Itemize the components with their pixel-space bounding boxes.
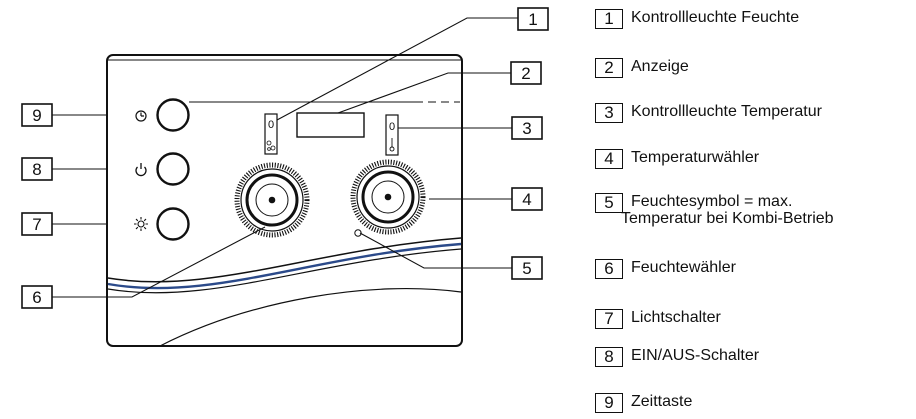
callout-9: 9 [21,103,53,127]
svg-text:3: 3 [522,119,531,138]
svg-text:7: 7 [32,215,41,234]
legend-item-1: 1 Kontrollleuchte Feuchte [595,9,799,29]
legend-label: EIN/AUS-Schalter [631,347,760,364]
callout-8: 8 [21,157,53,181]
callout-4: 4 [511,187,543,211]
svg-text:1: 1 [528,10,537,29]
legend-label: Kontrollleuchte Temperatur [631,103,822,120]
thermometer-icon [389,138,395,152]
legend-number: 6 [595,259,623,279]
indicator-feuchte: 0 [264,113,278,155]
legend: 1 Kontrollleuchte Feuchte 2 Anzeige 3 Ko… [595,0,916,419]
legend-label: Anzeige [631,58,689,75]
legend-number: 2 [595,58,623,78]
legend-label: Feuchtewähler [631,259,736,276]
callout-5: 5 [511,256,543,280]
legend-item-5: 5 Feuchtesymbol = max. Temperatur bei Ko… [595,193,834,227]
legend-number: 9 [595,393,623,413]
display-anzeige [296,112,365,138]
svg-text:8: 8 [32,160,41,179]
button-zeit[interactable] [156,98,190,132]
control-panel [106,54,463,347]
knob-temperatur[interactable] [350,159,426,237]
svg-text:9: 9 [32,106,41,125]
button-ein-aus[interactable] [156,152,190,186]
legend-number: 1 [595,9,623,29]
callout-3: 3 [511,116,543,140]
callout-1: 1 [517,7,549,31]
legend-number: 3 [595,103,623,123]
legend-label-line: Feuchtesymbol = max. [631,193,793,210]
legend-item-8: 8 EIN/AUS-Schalter [595,347,759,367]
leader-lines [52,17,518,298]
clock-icon [135,110,147,122]
button-licht[interactable] [156,207,190,241]
legend-number: 4 [595,149,623,169]
legend-label-line: Temperatur bei Kombi-Betrieb [621,210,834,227]
legend-label: Lichtschalter [631,309,721,326]
legend-label: Zeittaste [631,393,693,410]
humidity-symbol-icon [354,229,362,237]
svg-text:2: 2 [521,64,530,83]
legend-number: 5 [595,193,623,213]
legend-item-3: 3 Kontrollleuchte Temperatur [595,103,822,123]
callout-7: 7 [21,212,53,236]
legend-label: Feuchtesymbol = max. Temperatur bei Komb… [621,193,834,227]
legend-item-2: 2 Anzeige [595,58,689,78]
svg-text:5: 5 [522,259,531,278]
indicator-feuchte-label: 0 [268,119,274,131]
legend-item-9: 9 Zeittaste [595,393,692,413]
callout-6: 6 [21,285,53,309]
power-icon [135,163,147,177]
knob-feuchte[interactable] [234,162,310,238]
light-icon [134,217,148,231]
svg-text:6: 6 [32,288,41,307]
legend-number: 8 [595,347,623,367]
humidity-icon [266,140,276,151]
svg-text:4: 4 [522,190,531,209]
legend-label: Kontrollleuchte Feuchte [631,9,800,26]
legend-number: 7 [595,309,623,329]
legend-item-4: 4 Temperaturwähler [595,149,759,169]
indicator-temperatur-label: 0 [389,121,395,133]
legend-item-6: 6 Feuchtewähler [595,259,736,279]
legend-label: Temperaturwähler [631,149,760,166]
indicator-temperatur: 0 [385,114,399,156]
callout-2: 2 [510,61,542,85]
legend-item-7: 7 Lichtschalter [595,309,721,329]
